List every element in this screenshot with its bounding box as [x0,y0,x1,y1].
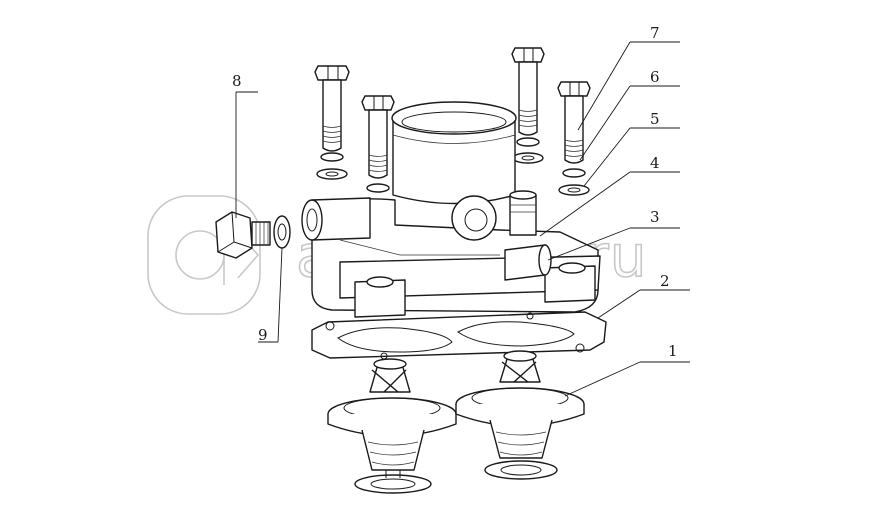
callout-8: 8 [232,72,242,90]
callout-4: 4 [650,154,660,172]
callout-9: 9 [258,326,268,344]
callout-numbers: 7 6 5 4 3 2 1 8 9 [232,24,678,360]
drain-plug [215,211,271,259]
sealing-washer [273,215,291,249]
housing-gasket [311,311,607,360]
bolt-right-tall [511,47,545,136]
callout-6: 6 [650,68,660,86]
callout-leaders [235,41,690,397]
callout-2: 2 [660,272,670,290]
callout-5: 5 [650,110,660,128]
thermostat-left [327,358,457,494]
bolt-right [557,81,591,164]
bolt-left [314,65,350,152]
thermostat-housing [301,101,601,318]
callout-1: 1 [668,342,678,360]
callout-7: 7 [650,24,660,42]
thermostat-right [455,350,585,480]
callout-3: 3 [650,208,660,226]
bolt-center-left [361,95,395,179]
